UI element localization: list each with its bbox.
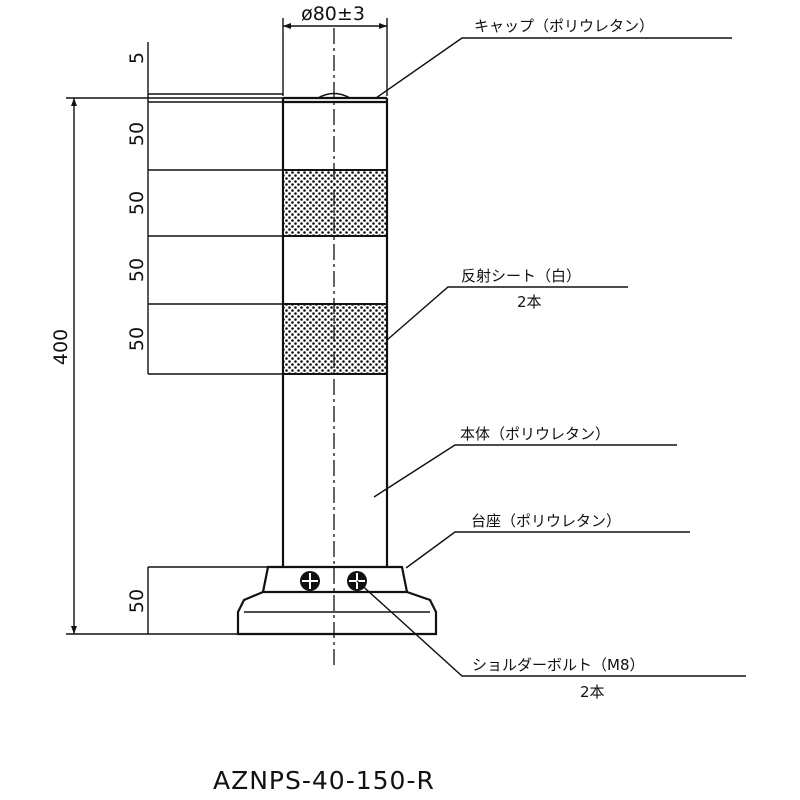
label-base: 台座（ポリウレタン） [471,512,621,530]
shoulder-bolt-left [300,571,320,591]
reflective-sheet-upper [282,169,388,237]
label-cap: キャップ（ポリウレタン） [474,17,654,35]
total-height-dimension [66,97,283,635]
base [236,565,438,636]
model-number: AZNPS-40-150-R [213,766,435,795]
dim-segment-1: 50 [126,122,148,146]
dim-base: 50 [126,589,148,613]
dim-segment-2: 50 [126,191,148,215]
reflective-sheet-lower [282,303,388,375]
label-reflective-sheet-count: 2本 [517,293,542,311]
dim-cap: 5 [126,52,148,64]
label-shoulder-bolt-count: 2本 [580,683,605,701]
segment-dimension-lines [147,42,283,634]
label-reflective-sheet: 反射シート（白） [461,267,581,285]
dim-total: 400 [50,329,72,365]
label-body: 本体（ポリウレタン） [460,425,610,443]
dim-segment-3: 50 [126,258,148,282]
dim-segment-4: 50 [126,327,148,351]
label-shoulder-bolt: ショルダーボルト（M8） [472,656,645,674]
diameter-label: ø80±3 [301,3,365,25]
diameter-dimension [282,18,388,96]
leader-lines [356,37,746,677]
